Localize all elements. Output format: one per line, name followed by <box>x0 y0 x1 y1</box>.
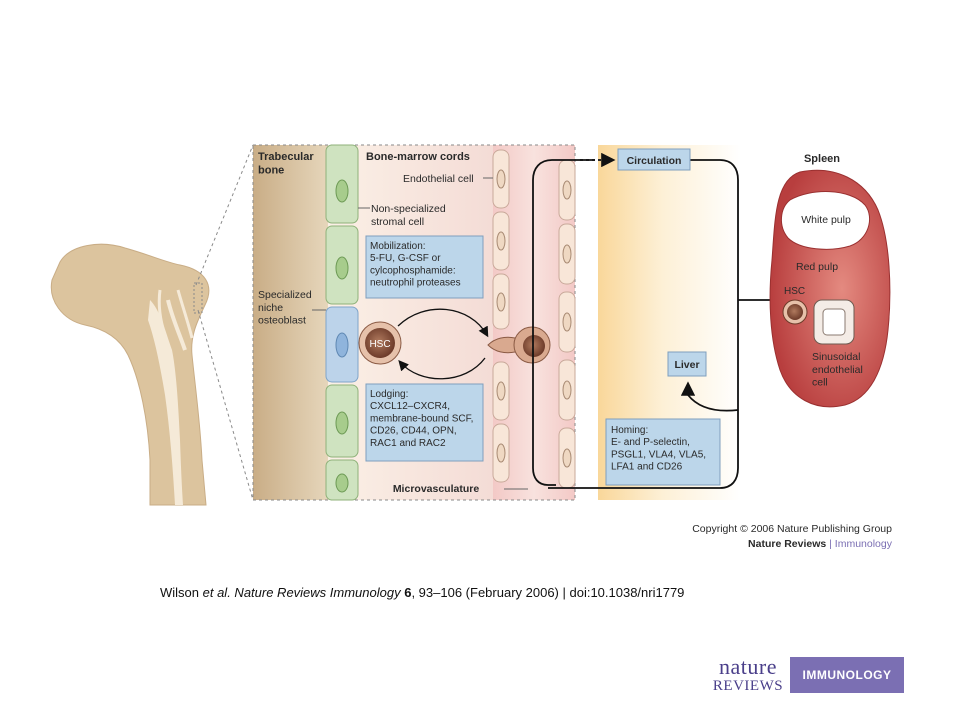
vessel-wall-cells <box>558 159 576 489</box>
text-line: endothelial <box>812 364 863 376</box>
logo-nature: nature <box>719 654 777 679</box>
citation-volume: 6 <box>400 585 412 600</box>
text-line: stromal cell <box>371 216 424 228</box>
text-line: Sinusoidal <box>812 351 860 363</box>
text-line: Specialized <box>258 289 312 301</box>
text-line: LFA1 and CD26 <box>611 462 683 473</box>
text-line: Homing: <box>611 425 648 436</box>
zoom-line-bottom <box>197 309 254 501</box>
logo-nature-reviews: nature REVIEWS <box>706 656 790 696</box>
stromal-cell-column <box>325 144 359 501</box>
hsc-cell: HSC <box>358 321 402 365</box>
text-line: CXCL12–CXCR4, <box>370 401 450 412</box>
spleen-illustration <box>769 169 891 408</box>
endothelial-cell-label: Endothelial cell <box>403 173 474 185</box>
hsc-label: HSC <box>369 339 390 350</box>
text-line: 5-FU, G-CSF or <box>370 253 441 264</box>
lodging-text: Lodging:CXCL12–CXCR4,membrane-bound SCF,… <box>370 389 473 449</box>
text-line: Lodging: <box>370 389 408 400</box>
zoom-line-top <box>195 144 254 286</box>
citation-journal: Nature Reviews Immunology <box>230 585 401 600</box>
logo-reviews: REVIEWS <box>712 678 784 694</box>
journal-credit-sep: | <box>826 538 835 550</box>
text-line: E- and P-selectin, <box>611 437 690 448</box>
circulation-loop-right <box>548 159 739 489</box>
circulation-label: Circulation <box>627 155 682 167</box>
microvasculature-label: Microvasculature <box>393 483 480 495</box>
text-line: RAC1 and RAC2 <box>370 438 446 449</box>
spleen-hsc-label: HSC <box>784 286 805 297</box>
lodging-box <box>365 383 484 462</box>
lodging-arrow <box>398 357 486 380</box>
text-line: Non-specialized <box>371 203 446 215</box>
text-line: PSGL1, VLA4, VLA5, <box>611 449 706 460</box>
femur-illustration <box>50 243 210 506</box>
copyright-text: Copyright © 2006 Nature Publishing Group <box>692 523 892 535</box>
red-pulp-label: Red pulp <box>796 261 838 273</box>
text-line: neutrophil proteases <box>370 278 461 289</box>
zoom-region <box>193 282 203 314</box>
circulation-loop-left <box>532 159 595 486</box>
citation-etal: et al. <box>202 585 231 600</box>
journal-credit: Nature Reviews | Immunology <box>748 538 893 550</box>
text-line: bone <box>258 164 284 176</box>
text-line: Mobilization: <box>370 241 426 252</box>
text-line: Trabecular <box>258 151 314 163</box>
trabecular-bone-region <box>253 145 328 500</box>
homing-box <box>605 418 721 486</box>
text-line: cylcophosphamide: <box>370 265 456 276</box>
liver-arrow <box>680 381 739 412</box>
circulation-box <box>617 148 691 171</box>
journal-credit-b: Immunology <box>835 538 893 550</box>
citation: Wilson et al. Nature Reviews Immunology … <box>160 585 820 600</box>
liver-label: Liver <box>674 359 699 371</box>
text-line: osteoblast <box>258 315 306 327</box>
nature-reviews-immunology-logo: nature REVIEWS IMMUNOLOGY <box>706 656 904 696</box>
spleen-label: Spleen <box>804 153 840 165</box>
white-pulp-label: White pulp <box>801 214 851 226</box>
mobilization-arrow <box>397 308 489 338</box>
text-line: membrane-bound SCF, <box>370 413 473 424</box>
transmigrating-hsc <box>487 326 551 364</box>
journal-credit-a: Nature Reviews <box>748 538 826 550</box>
endothelial-cell-column <box>492 149 510 483</box>
homing-text: Homing:E- and P-selectin,PSGL1, VLA4, VL… <box>611 425 706 473</box>
text-line: CD26, CD44, OPN, <box>370 426 457 437</box>
liver-box <box>667 351 707 377</box>
text-line: niche <box>258 302 283 314</box>
citation-rest: , 93–106 (February 2006) | doi:10.1038/n… <box>411 585 685 600</box>
logo-immunology: IMMUNOLOGY <box>790 657 904 693</box>
mobilization-box <box>365 235 484 299</box>
citation-authors: Wilson <box>160 585 203 600</box>
text-line: cell <box>812 377 828 389</box>
bone-marrow-cords-label: Bone-marrow cords <box>366 151 470 163</box>
